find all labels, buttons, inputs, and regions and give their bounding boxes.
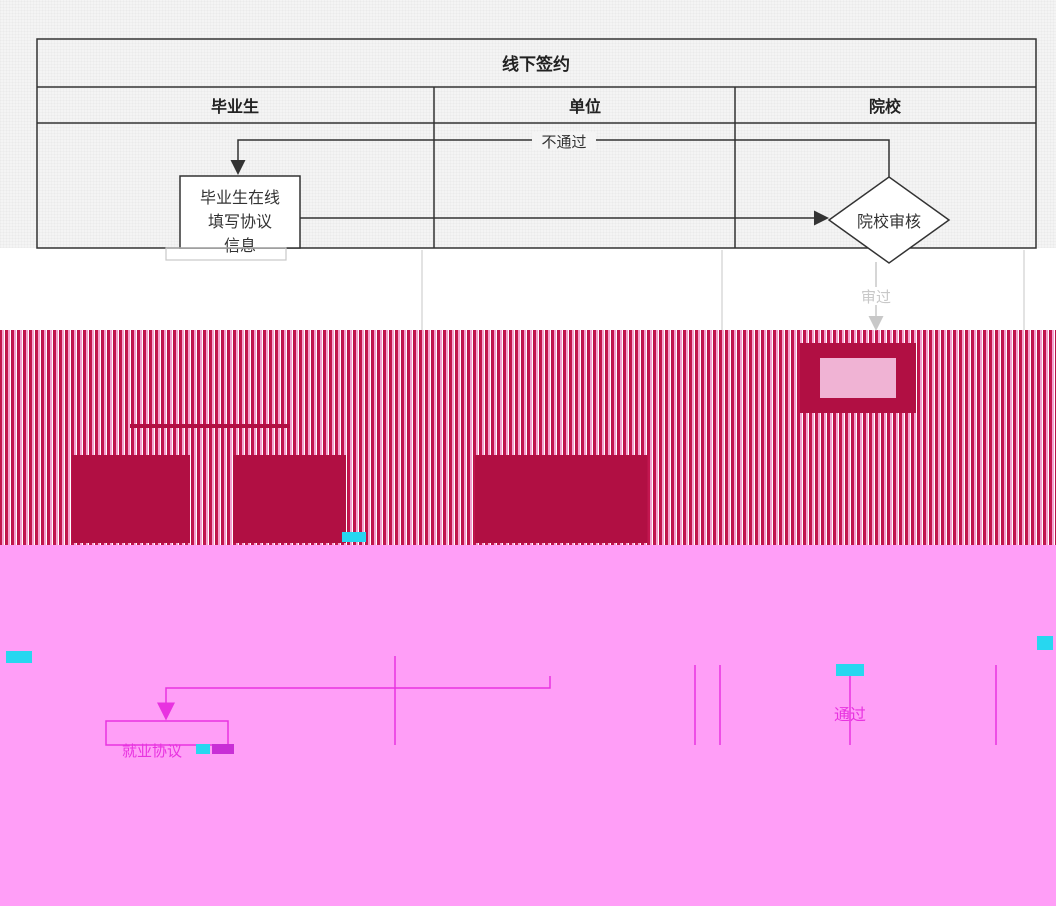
node-fill-info-line3: 信息 [224,236,256,255]
glitch-magenta-1 [212,744,234,754]
pink-node-agreement-label: 就业协议 [122,742,182,760]
diagram-background [0,0,1056,248]
glitch-block-3 [233,455,346,543]
pink-edge-to-agreement [157,676,551,721]
glitch-cyan-3 [1037,636,1053,650]
edge-reject-label: 不通过 [541,133,586,151]
node-fill-info-line2: 填写协议 [208,212,272,231]
diagram-frame [36,38,1037,249]
glitch-block-1-inner [820,358,896,398]
lane-header-school: 院校 [869,97,902,116]
glitch-cyan-4 [836,664,864,676]
corrupted-pink-region-top [0,545,1056,677]
faded-edge-pass-label: 审过 [861,288,891,306]
faded-edge-label-bg [856,287,896,305]
node-school-review [827,176,951,264]
glitch-line-1 [130,424,290,428]
glitch-cyan-1 [342,532,366,542]
lane-header-employer: 单位 [569,97,601,116]
pink-edge-pass-label: 通过 [834,705,866,724]
glitch-cyan-5 [196,744,210,754]
glitch-cyan-2 [6,651,32,663]
glitch-block-2 [72,455,190,543]
diagram-title: 线下签约 [502,54,570,75]
faded-node-stub [165,247,287,261]
pink-node-agreement [105,720,229,746]
lane-header-graduate: 毕业生 [211,97,259,116]
node-fill-info-line1: 毕业生在线 [200,188,280,207]
glitch-block-4 [475,455,647,543]
edge-reject-label-bg [532,132,596,150]
corrupted-pink-region-bottom [0,745,1056,906]
node-school-review-label: 院校审核 [857,212,921,231]
